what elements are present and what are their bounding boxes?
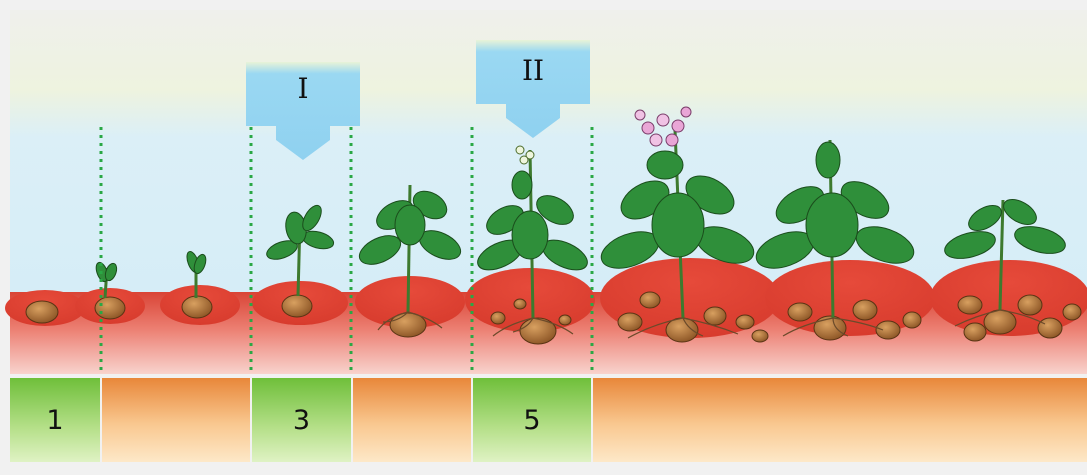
stage-box-4 xyxy=(353,378,471,462)
stage-box-6 xyxy=(593,378,1087,462)
arrow-i-label: I xyxy=(246,72,360,105)
stage-label-5: 5 xyxy=(473,378,591,462)
arrow-ii-label: II xyxy=(476,54,590,87)
stage-box-2 xyxy=(102,378,250,462)
stage-label-1: 1 xyxy=(10,378,100,462)
stage-label-3: 3 xyxy=(252,378,351,462)
